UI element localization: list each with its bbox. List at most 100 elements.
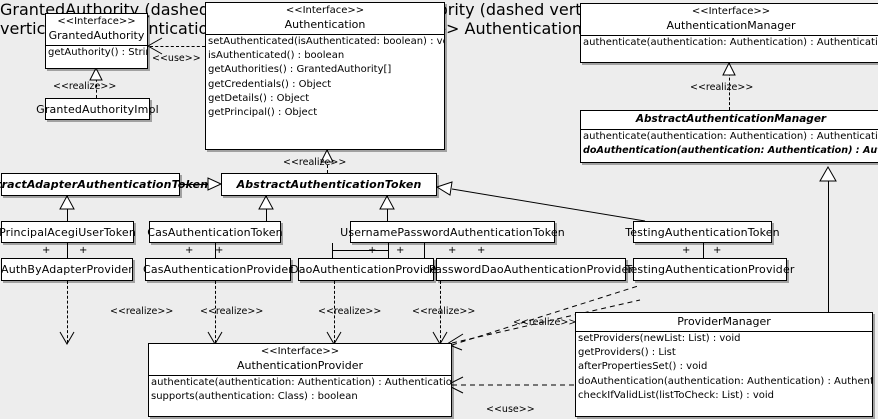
class-granted-authority[interactable]: <<Interface>> GrantedAuthority getAuthor… [45, 13, 148, 69]
association-usernametoken-passworddaoprovider [424, 243, 425, 258]
association-castoken-casprovider [215, 243, 216, 258]
generalization-triangle-abstractadaptertoken [207, 177, 223, 191]
class-abstract-authentication-token[interactable]: AbstractAuthenticationToken [221, 173, 437, 196]
class-header-authentication-provider: <<Interface>> AuthenticationProvider [149, 344, 451, 375]
realization-grantedauthorityimpl [96, 68, 97, 98]
generalization-adaptertoken-to-abstracttoken [180, 184, 208, 185]
multiplicity-principaltoken-right: + [79, 245, 88, 256]
class-name-authentication-manager: AuthenticationManager [666, 19, 796, 32]
class-granted-authority-impl[interactable]: GrantedAuthorityImpl [36, 98, 159, 120]
generalization-usernamepasswordtoken-upper [387, 196, 388, 209]
class-header-authentication: <<Interface>> Authentication [206, 3, 444, 34]
class-dao-authentication-provider[interactable]: DaoAuthenticationProvider [290, 258, 442, 281]
generalization-triangle-providermanager [819, 165, 837, 182]
class-name-username-password-authentication-token: UsernamePasswordAuthenticationToken [340, 225, 565, 239]
class-name-cas-authentication-token: CasAuthenticationToken [147, 225, 283, 239]
divider [581, 35, 878, 36]
class-header-provider-manager: ProviderManager [576, 313, 872, 331]
divider [149, 375, 451, 376]
stereotype-interface: <<Interface>> [285, 5, 365, 16]
multiplicity-testingtoken-left: + [682, 245, 691, 256]
class-name-auth-by-adapter-provider: AuthByAdapterProvider [1, 263, 133, 276]
class-authentication-provider[interactable]: <<Interface>> AuthenticationProvider aut… [148, 343, 452, 417]
operation-supports: supports(authentication: Class) : boolea… [151, 391, 358, 403]
association-testingtoken-testingprovider [703, 243, 704, 258]
dependency-authentication-to-grantedauthority [150, 46, 205, 47]
label-realize-providermanager: <<realize>> [513, 317, 577, 328]
multiplicity-usernametoken-a: + [368, 245, 377, 256]
class-name-testing-authentication-token: TestingAuthenticationToken [625, 225, 780, 239]
class-name-granted-authority: GrantedAuthority [48, 29, 145, 42]
class-cas-authentication-token[interactable]: CasAuthenticationToken [147, 221, 283, 243]
divider [206, 34, 444, 35]
label-realize-authbyadapterprovider: <<realize>> [110, 306, 174, 317]
generalization-principalacegiusertoken-lower [67, 209, 68, 221]
operation-doauthentication: doAuthentication(authentication: Authent… [583, 145, 878, 157]
operation-authenticate: authenticate(authentication: Authenticat… [583, 37, 878, 48]
operation-getauthorities: getAuthorities() : GrantedAuthority[] [208, 64, 392, 76]
association-principaltoken-authbyadapter [67, 243, 68, 258]
realization-passworddaoauthenticationprovider [440, 281, 441, 343]
multiplicity-castoken-left: + [185, 245, 194, 256]
multiplicity-usernametoken-b: + [396, 245, 405, 256]
class-username-password-authentication-token[interactable]: UsernamePasswordAuthenticationToken [340, 221, 565, 243]
operation-getprincipal: getPrincipal() : Object [208, 107, 318, 119]
class-header-granted-authority: <<Interface>> GrantedAuthority [46, 14, 147, 45]
generalization-line-testingauthenticationtoken [451, 188, 646, 222]
generalization-providermanager-to-abstractauthmanager [828, 180, 829, 312]
multiplicity-usernametoken-d: + [477, 245, 486, 256]
operations-authentication: setAuthenticated(isAuthenticated: boolea… [206, 35, 444, 120]
class-abstract-authentication-manager[interactable]: AbstractAuthenticationManager authentica… [580, 110, 878, 163]
generalization-triangle-testingauthenticationtoken [435, 181, 453, 196]
class-name-testing-authentication-provider: TestingAuthenticationProvider [625, 263, 795, 276]
class-name-abstract-adapter-authentication-token: AbstractAdapterAuthenticationToken [0, 178, 209, 191]
generalization-casauthenticationtoken-upper [266, 196, 267, 209]
class-principal-acegi-user-token[interactable]: PrincipalAcegiUserToken [0, 221, 136, 243]
operation-setauthenticated: setAuthenticated(isAuthenticated: boolea… [208, 36, 444, 47]
class-name-principal-acegi-user-token: PrincipalAcegiUserToken [0, 225, 136, 239]
class-password-dao-authentication-provider[interactable]: PasswordDaoAuthenticationProvider [429, 258, 633, 281]
class-name-abstract-authentication-manager: AbstractAuthenticationManager [635, 113, 827, 125]
realization-authbyadapterprovider [67, 281, 68, 343]
association-bar-dao [332, 250, 389, 251]
class-auth-by-adapter-provider[interactable]: AuthByAdapterProvider [1, 258, 133, 281]
generalization-principalacegiusertoken-upper [67, 196, 68, 209]
operation-authenticate: authenticate(authentication: Authenticat… [151, 377, 451, 388]
class-authentication[interactable]: <<Interface>> Authentication setAuthenti… [205, 2, 445, 150]
multiplicity-castoken-right: + [215, 245, 224, 256]
operation-authenticate: authenticate(authentication: Authenticat… [583, 131, 878, 142]
operations-authentication-manager: authenticate(authentication: Authenticat… [581, 36, 878, 50]
operations-granted-authority: getAuthority() : String [46, 46, 147, 60]
multiplicity-usernametoken-c: + [448, 245, 457, 256]
operations-abstract-authentication-manager: authenticate(authentication: Authenticat… [581, 130, 878, 158]
class-name-dao-authentication-provider: DaoAuthenticationProvider [290, 263, 442, 276]
label-use-grantedauthority: <<use>> [152, 53, 201, 64]
label-realize-passworddaoauthenticationprovider: <<realize>> [412, 306, 476, 317]
label-realize-grantedauthorityimpl: <<realize>> [53, 81, 117, 92]
generalization-casauthenticationtoken-lower [266, 209, 267, 221]
multiplicity-testingtoken-right: + [713, 245, 722, 256]
class-testing-authentication-provider[interactable]: TestingAuthenticationProvider [625, 258, 794, 281]
class-testing-authentication-token[interactable]: TestingAuthenticationToken [625, 221, 780, 243]
class-name-granted-authority-impl: GrantedAuthorityImpl [36, 102, 159, 116]
operation-doauthentication: doAuthentication(authentication: Authent… [578, 375, 872, 387]
stereotype-interface: <<Interface>> [57, 16, 136, 27]
class-cas-authentication-provider[interactable]: CasAuthenticationProvider [143, 258, 293, 281]
operation-getproviders: getProviders() : List [578, 347, 676, 359]
class-name-password-dao-authentication-provider: PasswordDaoAuthenticationProvider [428, 263, 634, 276]
class-abstract-adapter-authentication-token[interactable]: AbstractAdapterAuthenticationToken [0, 173, 208, 196]
class-name-cas-authentication-provider: CasAuthenticationProvider [143, 263, 293, 276]
label-realize-abstractauthenticationmanager: <<realize>> [690, 82, 754, 93]
divider [576, 331, 872, 332]
class-name-authentication: Authentication [284, 18, 366, 31]
operation-getdetails: getDetails() : Object [208, 92, 310, 104]
realization-daoauthenticationprovider [334, 281, 335, 343]
class-authentication-manager[interactable]: <<Interface>> AuthenticationManager auth… [580, 3, 878, 63]
realization-casauthenticationprovider [215, 281, 216, 343]
label-realize-abstractauthenticationtoken: <<realize>> [283, 157, 347, 168]
realization-abstractauthenticationmanager [729, 63, 730, 110]
operations-provider-manager: setProviders(newList: List) : void getPr… [576, 332, 872, 403]
class-provider-manager[interactable]: ProviderManager setProviders(newList: Li… [575, 312, 873, 417]
operation-isauthenticated: isAuthenticated() : boolean [208, 50, 345, 62]
operations-authentication-provider: authenticate(authentication: Authenticat… [149, 376, 451, 404]
